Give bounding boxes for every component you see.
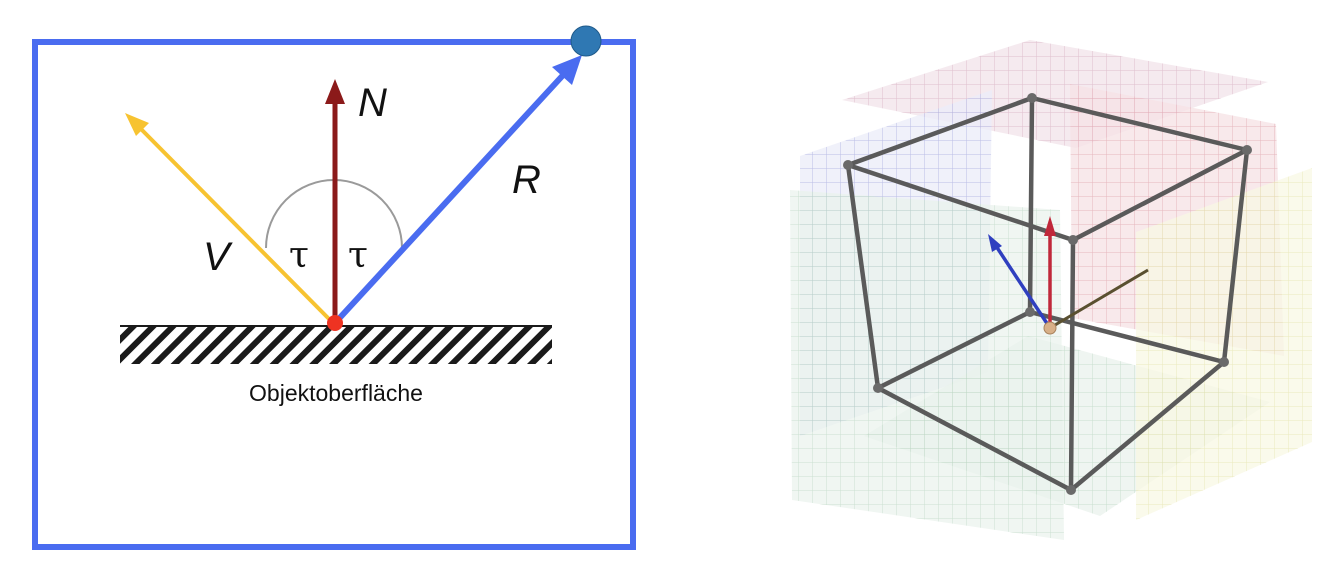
- diagram-frame: [32, 39, 636, 550]
- view-label: V: [203, 235, 233, 279]
- view-vector-line: [136, 124, 335, 325]
- hit-point: [327, 315, 343, 331]
- angle-right-label: τ: [348, 235, 368, 276]
- reflection-diagram: N R V τ τ Objektoberfläche: [32, 25, 636, 550]
- angle-left-label: τ: [289, 235, 309, 276]
- axis-olive: [1049, 268, 1149, 330]
- cube-diagram: [790, 40, 1312, 540]
- object-surface: [120, 326, 552, 364]
- axis-red-arrowhead: [1044, 216, 1056, 236]
- axis-blue: [994, 245, 1052, 329]
- reflected-label: R: [512, 158, 541, 202]
- origin-point: [1043, 321, 1057, 335]
- surface-caption: Objektoberfläche: [249, 380, 423, 406]
- cube-vertices: [843, 93, 1252, 495]
- normal-vector-arrowhead: [325, 79, 345, 104]
- reflection-end-marker: [570, 25, 602, 57]
- reflected-vector-line: [332, 70, 568, 326]
- normal-label: N: [358, 81, 387, 125]
- view-vector-arrowhead: [125, 113, 149, 136]
- reflected-vector-arrowhead: [552, 55, 582, 85]
- axis-blue-arrowhead: [988, 234, 1002, 252]
- cube-frame: [845, 95, 1250, 493]
